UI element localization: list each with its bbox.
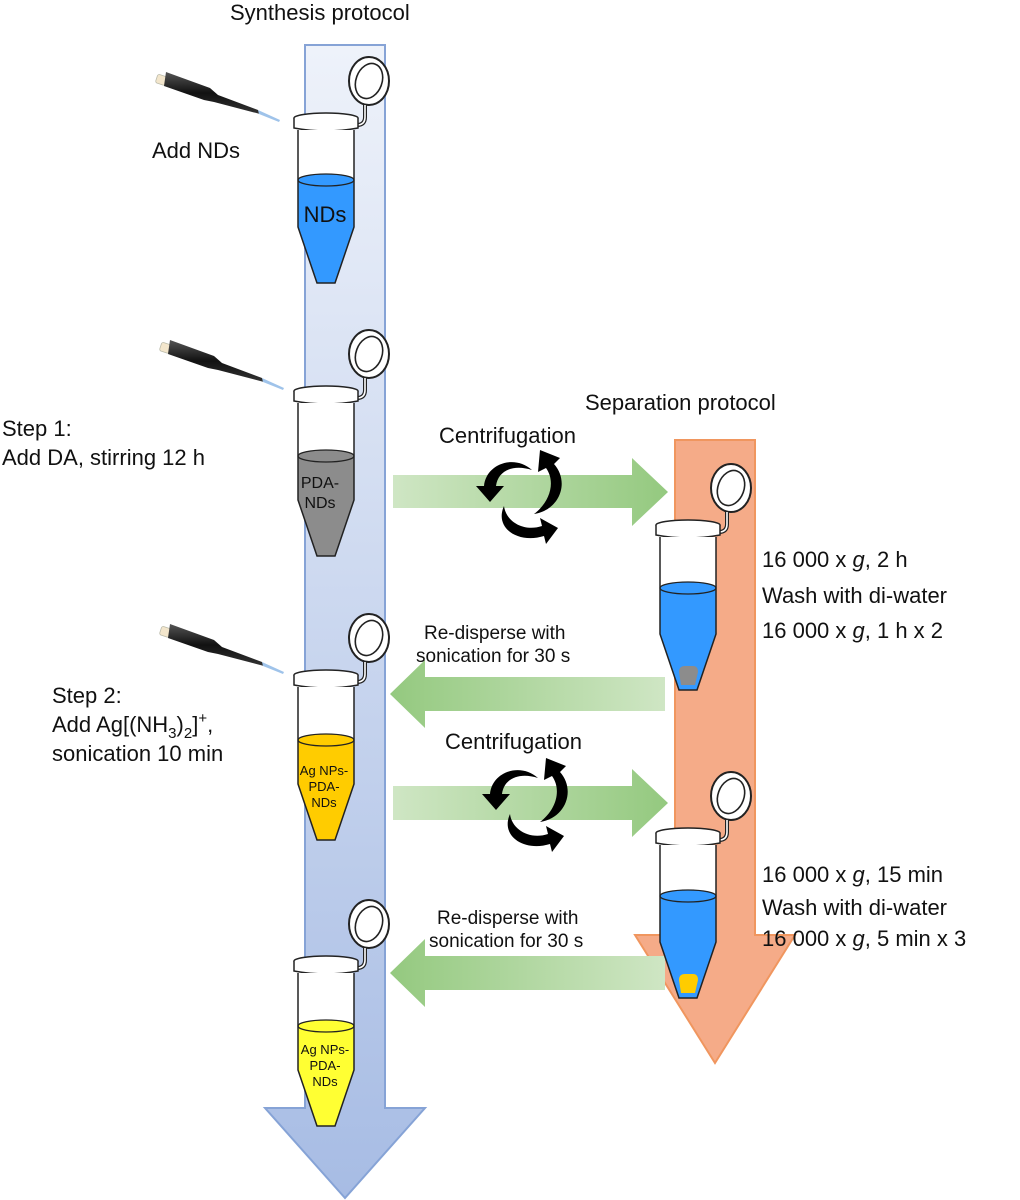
centrifugation-label-2: Centrifugation [445, 729, 582, 754]
tube-label-ag-final-2: PDA- [309, 1058, 340, 1073]
separation-title: Separation protocol [585, 390, 776, 415]
tube-body-outline [297, 973, 355, 1127]
condition-line: Wash with di-water [762, 583, 947, 608]
tube-label-pda-1: PDA- [301, 475, 339, 492]
condition-line: 16 000 x g, 1 h x 2 [762, 618, 943, 643]
tube-liquid [298, 180, 354, 283]
tube-label-ag-final-1: Ag NPs- [301, 1042, 349, 1057]
formula-comma: , [207, 712, 213, 737]
step2-title: Step 2: [52, 683, 122, 708]
tube-liquid-surface [659, 581, 717, 595]
pipette-tip [258, 110, 280, 122]
microcentrifuge-tube-icon [293, 56, 390, 284]
formula-bracket: ] [192, 712, 198, 737]
tube-label-ag-2: PDA- [308, 779, 339, 794]
tube-cap-inner [354, 335, 384, 373]
tube-body-outline [297, 130, 355, 284]
condition-line: Wash with di-water [762, 895, 947, 920]
circular-arrow-segment [476, 462, 532, 502]
microcentrifuge-tube-icon [293, 613, 390, 841]
circular-arrow-segment [534, 450, 562, 514]
pipette-icon [159, 340, 284, 390]
formula-prefix: Add Ag[(NH [52, 712, 168, 737]
tube-label-ag-final-3: NDs [312, 1074, 338, 1089]
separation-conditions-2: 16 000 x g, 15 min Wash with di-water 16… [762, 862, 966, 951]
circular-arrow-segment [540, 758, 568, 822]
tube-liquid-surface [297, 733, 355, 747]
circular-arrow-segment [482, 770, 538, 810]
transfer-arrow-left-2 [390, 939, 665, 1007]
condition-line: 16 000 x g, 5 min x 3 [762, 926, 966, 951]
condition-line: 16 000 x g, 2 h [762, 547, 908, 572]
redisperse-label-1b: sonication for 30 s [416, 646, 570, 667]
tube-liquid [298, 1026, 354, 1126]
redisperse-label-2a: Re-disperse with [437, 908, 579, 929]
tube-liquid [660, 896, 716, 998]
step1-desc: Add DA, stirring 12 h [2, 445, 205, 470]
tube-liquid [660, 588, 716, 690]
separation-conditions-1: 16 000 x g, 2 h Wash with di-water 16 00… [762, 547, 947, 643]
transfer-arrow-right-1 [393, 458, 668, 526]
transfer-arrow-left-1 [390, 660, 665, 728]
pipette-body [168, 340, 264, 382]
microcentrifuge-tube-icon [293, 899, 390, 1127]
tube-liquid [298, 456, 354, 556]
tube-liquid-surface [297, 173, 355, 187]
centrifugation-label-1: Centrifugation [439, 423, 576, 448]
step-label-add-nds: Add NDs [152, 138, 240, 163]
pipette-icon [155, 72, 280, 122]
transfer-arrow-right-2 [393, 769, 668, 837]
redisperse-label-2b: sonication for 30 s [429, 931, 583, 952]
pipette-body [168, 624, 264, 666]
tube-rim [293, 961, 359, 975]
tube-liquid-surface [297, 1019, 355, 1033]
tube-rim [655, 525, 721, 539]
tube-label-ag-1: Ag NPs- [300, 763, 348, 778]
tube-body-outline [297, 403, 355, 557]
pipette-tip [262, 662, 284, 674]
tube-rim [293, 118, 359, 132]
tube-liquid [298, 740, 354, 840]
microcentrifuge-tube-icon [655, 463, 752, 691]
step2-desc: sonication 10 min [52, 741, 223, 766]
tube-body-outline [659, 845, 717, 999]
tube-rim [293, 391, 359, 405]
pipette-tip [262, 378, 284, 390]
tube-cap-inner [354, 619, 384, 657]
tube-rim [293, 675, 359, 689]
step1-title: Step 1: [2, 416, 72, 441]
pipette-icon [159, 624, 284, 674]
tube-pellet [679, 666, 698, 685]
circular-arrows-icon [476, 450, 562, 544]
condition-line: 16 000 x g, 15 min [762, 862, 943, 887]
tube-cap-inner [354, 905, 384, 943]
microcentrifuge-tube-icon [293, 329, 390, 557]
tube-label-pda-2: NDs [304, 495, 335, 512]
tube-cap-inner [354, 62, 384, 100]
formula-sup-plus: + [198, 710, 207, 727]
microcentrifuge-tube-icon [655, 771, 752, 999]
tube-rim [655, 833, 721, 847]
tube-label-nds: NDs [304, 202, 347, 227]
circular-arrow-segment [507, 814, 564, 852]
formula-paren: ) [177, 712, 184, 737]
tube-liquid-surface [659, 889, 717, 903]
circular-arrow-segment [501, 506, 558, 544]
tube-liquid-surface [297, 449, 355, 463]
formula-sub-3: 3 [168, 725, 176, 742]
pipette-body [164, 72, 260, 114]
tube-cap-inner [716, 777, 746, 815]
tube-body-outline [297, 687, 355, 841]
tube-label-ag-3: NDs [311, 795, 337, 810]
redisperse-label-1a: Re-disperse with [424, 623, 566, 644]
synthesis-title: Synthesis protocol [230, 0, 410, 25]
tube-body-outline [659, 537, 717, 691]
circular-arrows-icon [482, 758, 568, 852]
tube-cap-inner [716, 469, 746, 507]
formula-sub-2: 2 [184, 725, 192, 742]
tube-pellet [679, 974, 698, 993]
step2-formula: Add Ag[(NH3)2]+, [52, 710, 213, 742]
